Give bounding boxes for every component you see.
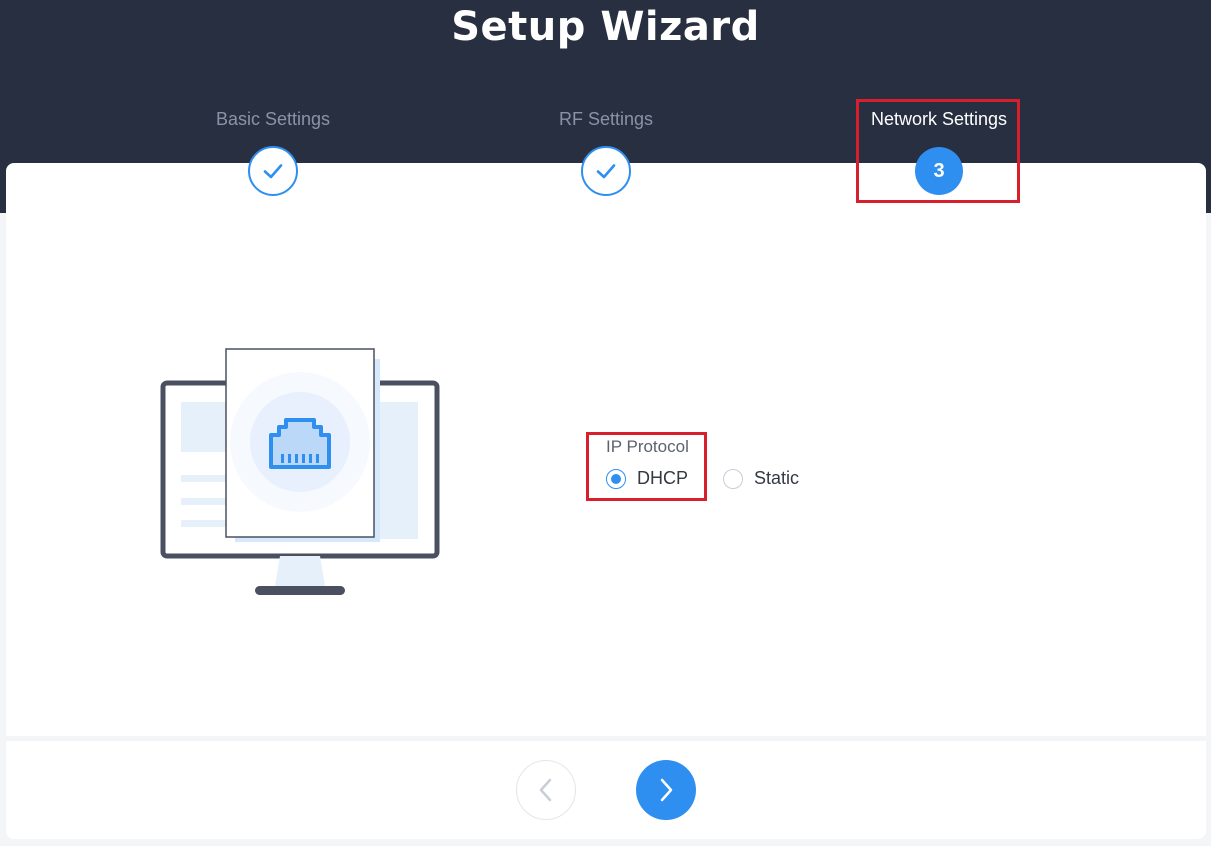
chevron-right-icon <box>660 778 673 802</box>
dhcp-radio-button[interactable] <box>606 468 626 489</box>
checkmark-icon <box>263 164 283 179</box>
step-circle-basic-settings[interactable] <box>248 146 298 196</box>
step-label-network-settings: Network Settings <box>870 109 1008 129</box>
dhcp-label[interactable]: DHCP <box>637 468 689 488</box>
chevron-left-icon <box>539 778 552 802</box>
ip-protocol-label: IP Protocol <box>606 437 689 456</box>
ethernet-port-icon <box>269 418 331 469</box>
step-label-rf-settings[interactable]: RF Settings <box>558 109 654 129</box>
dhcp-radio-option[interactable]: DHCP <box>606 468 688 489</box>
static-label[interactable]: Static <box>754 468 800 488</box>
next-button[interactable] <box>636 760 696 820</box>
footer-bar <box>6 741 1206 839</box>
page-title: Setup Wizard <box>451 4 760 50</box>
step-circle-network-settings: 3 <box>915 147 963 195</box>
network-illustration <box>160 348 440 595</box>
static-radio-button[interactable] <box>723 468 743 489</box>
step-circle-rf-settings[interactable] <box>581 146 631 196</box>
static-radio-option[interactable]: Static <box>723 468 799 489</box>
step-label-basic-settings[interactable]: Basic Settings <box>215 109 331 129</box>
checkmark-icon <box>596 164 616 179</box>
previous-button[interactable] <box>516 760 576 820</box>
